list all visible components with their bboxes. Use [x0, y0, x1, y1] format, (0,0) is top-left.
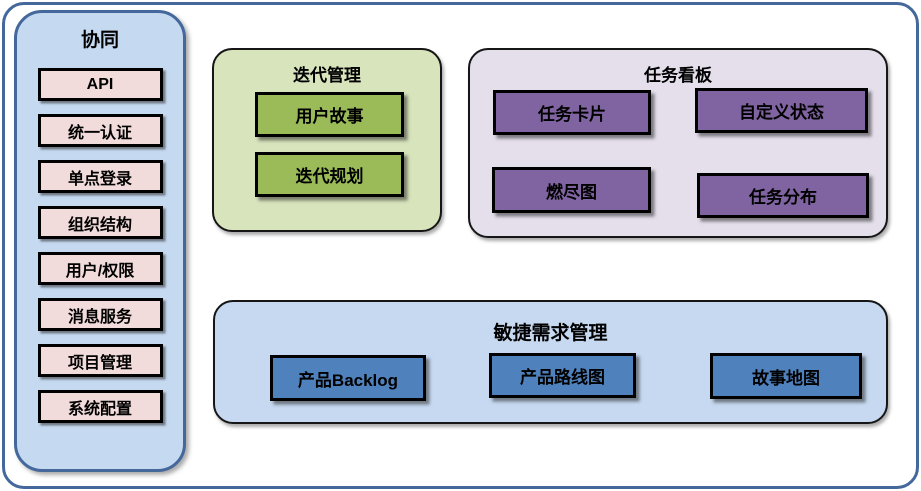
feature-story-map: 故事地图: [710, 353, 862, 399]
sidebar-item-unified-auth: 统一认证: [37, 114, 163, 147]
feature-task-card: 任务卡片: [493, 90, 651, 135]
sidebar-item-list: API 统一认证 单点登录 组织结构 用户/权限 消息服务 项目管理 系统配置: [17, 68, 183, 423]
feature-task-distribution: 任务分布: [697, 173, 869, 218]
feature-custom-status: 自定义状态: [695, 88, 868, 133]
sidebar-item-org-structure: 组织结构: [37, 206, 163, 239]
sidebar-item-message-service: 消息服务: [37, 298, 163, 331]
sidebar-item-system-config: 系统配置: [37, 390, 163, 423]
sidebar-item-project-mgmt: 项目管理: [37, 344, 163, 377]
iteration-management-panel: 迭代管理 用户故事 迭代规划: [212, 48, 442, 232]
sidebar-item-sso: 单点登录: [37, 160, 163, 193]
collaboration-sidebar: 协同 API 统一认证 单点登录 组织结构 用户/权限 消息服务 项目管理 系统…: [14, 10, 186, 472]
kanban-panel-title: 任务看板: [644, 66, 712, 85]
iteration-panel-title: 迭代管理: [293, 66, 361, 85]
sidebar-item-api: API: [37, 68, 163, 101]
agile-panel-title: 敏捷需求管理: [493, 323, 608, 344]
feature-iteration-planning: 迭代规划: [255, 152, 404, 197]
sidebar-title: 协同: [80, 30, 119, 51]
sidebar-item-user-permission: 用户/权限: [37, 252, 163, 285]
feature-product-roadmap: 产品路线图: [489, 353, 636, 398]
feature-burndown-chart: 燃尽图: [492, 167, 651, 213]
agile-requirement-panel: 敏捷需求管理 产品Backlog 产品路线图 故事地图: [213, 300, 888, 424]
feature-product-backlog: 产品Backlog: [270, 355, 426, 401]
feature-user-story: 用户故事: [255, 92, 404, 137]
task-kanban-panel: 任务看板 任务卡片 自定义状态 燃尽图 任务分布: [468, 48, 888, 238]
